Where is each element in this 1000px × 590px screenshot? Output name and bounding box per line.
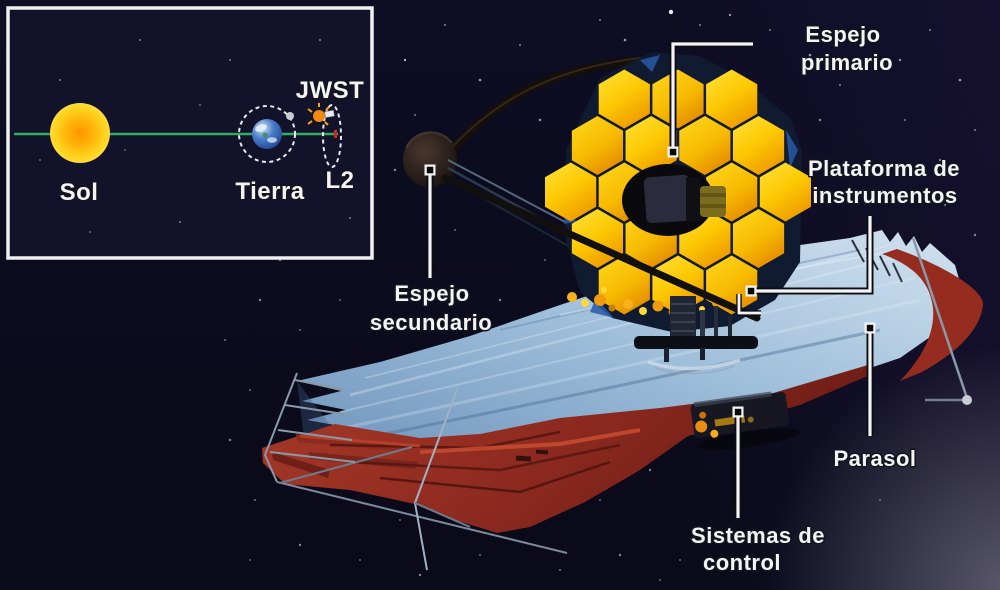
label-earth: Tierra [235, 178, 304, 205]
leader-control-systems [732, 406, 744, 518]
label-control-systems-line1: Sistemas de [691, 523, 825, 548]
instrument-platform-structure [634, 296, 758, 375]
leader-sunshield [864, 322, 876, 436]
label-secondary-mirror-line2: secundario [370, 310, 492, 335]
l2-halo-orbit [322, 104, 342, 168]
platform-highlight [647, 358, 741, 371]
sunshield-red-right [882, 249, 984, 381]
right-strut [911, 237, 972, 405]
l2-point-marker [334, 130, 337, 138]
moon [286, 112, 294, 120]
callout-labels: Espejo primario Plataforma de instrument… [368, 21, 961, 577]
moon-orbit [238, 105, 296, 163]
leader-instrument-platform [736, 216, 874, 316]
secondary-mirror-disk [403, 133, 457, 187]
leader-primary-mirror [667, 40, 753, 158]
jwst-icon [307, 103, 335, 126]
label-primary-mirror-line1: Espejo [805, 22, 880, 47]
center-instrument [622, 164, 726, 236]
label-instrument-platform-line2: instrumentos [812, 183, 957, 208]
star-field [224, 13, 977, 581]
mast-tip [668, 9, 674, 15]
label-primary-mirror-line2: primario [801, 50, 893, 75]
front-strut [441, 174, 761, 322]
strut-ball [962, 395, 972, 405]
label-jwst: JWST [296, 77, 365, 104]
label-secondary-mirror-line1: Espejo [394, 281, 469, 306]
corner-fog [765, 345, 1000, 590]
orbit-inset-panel: Sol Tierra JWST L2 [6, 6, 374, 260]
label-sun: Sol [60, 179, 99, 206]
inset-stars [39, 39, 351, 233]
label-l2: L2 [325, 167, 354, 194]
top-mast [669, 12, 695, 63]
leader-secondary-mirror [424, 164, 436, 278]
label-instrument-platform-line1: Plataforma de [808, 156, 960, 181]
leader-lines [424, 40, 876, 518]
sun [50, 103, 110, 163]
label-sunshield: Parasol [834, 446, 917, 471]
left-booms [263, 372, 568, 571]
label-control-systems-line2: control [703, 550, 781, 575]
inset-labels: Sol Tierra JWST L2 [58, 76, 365, 208]
